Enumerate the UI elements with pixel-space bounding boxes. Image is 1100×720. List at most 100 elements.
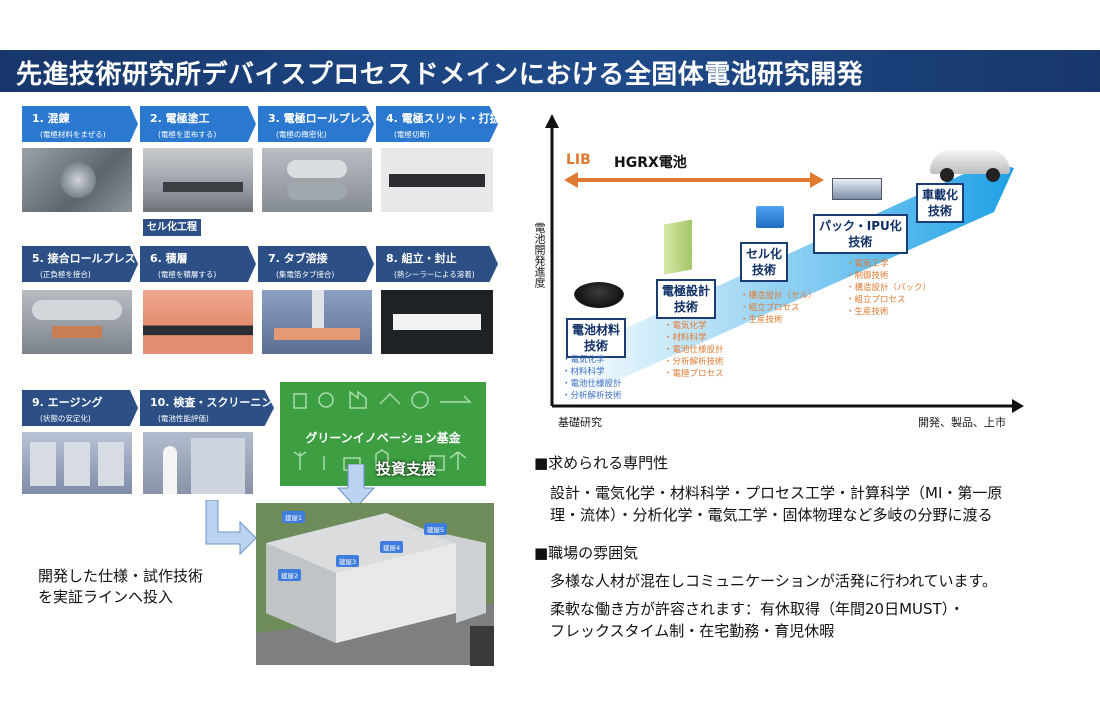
photo-stacking (143, 290, 253, 354)
stage-name-line: 技術 (848, 235, 873, 249)
stage-name-line: 技術 (752, 263, 777, 277)
stage-name-line: 電池材料 (572, 323, 621, 337)
process-step-9: 9. エージング (状態の安定化) (22, 390, 138, 426)
stage-name-line: 電極設計 (662, 284, 711, 298)
process-step-5: 5. 接合ロールプレス (正負極を接合) (22, 246, 138, 282)
list-item: 電気化学 (664, 320, 724, 332)
step-label: 8. 組立・封止 (386, 252, 457, 265)
list-item: 電池仕様設計 (664, 344, 724, 356)
electrode-image (664, 219, 692, 275)
photo-aging (22, 432, 132, 494)
stage-name-line: 車載化 (922, 188, 959, 202)
stage-name-line: セル化 (746, 247, 783, 261)
process-step-8: 8. 組立・封止 (熱シーラーによる溶着) (376, 246, 498, 282)
stage-name-line: 技術 (584, 339, 609, 353)
process-step-7: 7. タブ溶接 (集電箔タブ接合) (258, 246, 374, 282)
investment-support-label: 投資支援 (376, 460, 437, 478)
workplace-line-2: 柔軟な働き方が許容されます：有休取得（年間20日MUST）・ (550, 600, 965, 618)
process-step-3: 3. 電極ロールプレス (電極の緻密化) (258, 106, 374, 142)
building-label-2: 建屋2 (278, 569, 302, 581)
stage-cell-technology: セル化 技術 (740, 242, 789, 282)
factory-side-strip (470, 626, 494, 666)
list-item: 電池仕様設計 (562, 378, 622, 390)
process-step-4: 4. 電極スリット・打抜き (電極切断) (376, 106, 498, 142)
stage-pack-ipu: パック・IPU化 技術 (813, 214, 908, 254)
workplace-line-1: 多様な人材が混在しコミュニケーションが活発に行われています。 (550, 572, 998, 590)
step-label: 6. 積層 (150, 252, 188, 265)
page-title: 先進技術研究所デバイスプロセスドメインにおける全固体電池研究開発 (16, 60, 864, 90)
factory-buildings-graphic (256, 503, 494, 665)
stage-battery-materials: 電池材料 技術 (566, 318, 627, 358)
stage-vehicle-integration: 車載化 技術 (916, 183, 965, 223)
step-label: 5. 接合ロールプレス (32, 252, 136, 265)
step-sub: (電極の緻密化) (276, 130, 327, 139)
list-item: 電気化学 (562, 354, 622, 366)
deploy-description: 開発した仕様・試作技術 を実証ラインへ投入 (38, 566, 203, 608)
photo-sealing (381, 290, 493, 354)
title-bar: 先進技術研究所デバイスプロセスドメインにおける全固体電池研究開発 (0, 50, 1100, 92)
workplace-line-3: フレックスタイム制・在宅勤務・育児休暇 (550, 622, 835, 640)
vehicle-image (930, 150, 1010, 182)
investment-down-arrow (336, 464, 376, 509)
list-item: 分析解析技術 (562, 390, 622, 402)
list-item: 電極プロセス (664, 368, 724, 380)
material-powder-image (574, 282, 624, 308)
expertise-line-1: 設計・電気化学・材料科学・プロセス工学・計算科学（MI・第一原 (550, 484, 1003, 502)
list-item: 組立プロセス (740, 302, 817, 314)
process-step-10: 10. 検査・スクリーニング (電池性能評価) (140, 390, 274, 426)
hgrx-label: HGRX電池 (614, 155, 687, 171)
environment-icons (293, 390, 472, 471)
demonstration-factory-image: 建屋1 建屋2 建屋3 建屋4 建屋5 (256, 503, 494, 665)
process-step-6: 6. 積層 (電極を積層する) (140, 246, 256, 282)
deploy-arrow (205, 500, 257, 556)
x-axis-start-label: 基礎研究 (558, 416, 602, 429)
list-item: 組立プロセス (846, 294, 931, 306)
building-label-3: 建屋3 (336, 555, 360, 567)
list-item: 分析解析技術 (664, 356, 724, 368)
stage-cell-technology-items: 構造設計（セル） 組立プロセス 生産技術 (740, 290, 817, 326)
step-label: 3. 電極ロールプレス (268, 112, 372, 125)
expertise-body: 設計・電気化学・材料科学・プロセス工学・計算科学（MI・第一原 理・流体）・分析… (550, 482, 1002, 526)
cell-process-tag: セル化工程 (143, 219, 201, 236)
step-label: 10. 検査・スクリーニング (150, 396, 284, 409)
y-axis-label: 電池開発進度 (533, 222, 546, 288)
green-innovation-fund-box: グリーンイノベーション基金 (280, 382, 486, 486)
stage-name-line: 技術 (674, 300, 699, 314)
building-label-4: 建屋4 (380, 541, 404, 553)
photo-slit (381, 148, 493, 212)
photo-coating (143, 148, 253, 212)
building-label-1: 建屋1 (282, 511, 306, 523)
step-sub: (電池性能評価) (158, 414, 209, 423)
list-item: 制御技術 (846, 270, 931, 282)
process-step-1: 1. 混錬 (電極材料をまぜる) (22, 106, 138, 142)
building-label-5: 建屋5 (424, 523, 448, 535)
step-sub: (電極を塗布する) (158, 130, 217, 139)
green-fund-label: グリーンイノベーション基金 (305, 431, 461, 445)
step-sub: (電極切断) (394, 130, 430, 139)
photo-inspection (143, 432, 253, 494)
photo-mixing (22, 148, 132, 212)
photo-tab-welding (262, 290, 372, 354)
expertise-heading: ■求められる専門性 (534, 454, 669, 472)
list-item: 材料科学 (562, 366, 622, 378)
step-label: 4. 電極スリット・打抜き (386, 112, 512, 125)
step-sub: (正負極を接合) (40, 270, 91, 279)
step-sub: (状態の安定化) (40, 414, 91, 423)
process-step-2: 2. 電極塗工 (電極を塗布する) (140, 106, 256, 142)
step-sub: (電極を積層する) (158, 270, 217, 279)
deploy-line-1: 開発した仕様・試作技術 (38, 567, 204, 585)
stage-electrode-design-items: 電気化学 材料科学 電池仕様設計 分析解析技術 電極プロセス (664, 320, 724, 380)
cell-image (756, 206, 784, 228)
step-label: 9. エージング (32, 396, 103, 409)
step-sub: (電極材料をまぜる) (40, 130, 106, 139)
battery-pack-image (832, 178, 882, 200)
step-sub: (熱シーラーによる溶着) (394, 270, 475, 279)
step-label: 2. 電極塗工 (150, 112, 210, 125)
list-item: 電気工学 (846, 258, 931, 270)
photo-roll-press (262, 148, 372, 212)
deploy-line-2: を実証ラインへ投入 (38, 588, 174, 606)
list-item: 構造設計（セル） (740, 290, 817, 302)
lib-label: LIB (566, 152, 591, 168)
x-axis-end-label: 開発、製品、上市 (918, 416, 1006, 429)
expertise-line-2: 理・流体）・分析化学・電気工学・固体物理など多岐の分野に渡る (550, 506, 993, 524)
